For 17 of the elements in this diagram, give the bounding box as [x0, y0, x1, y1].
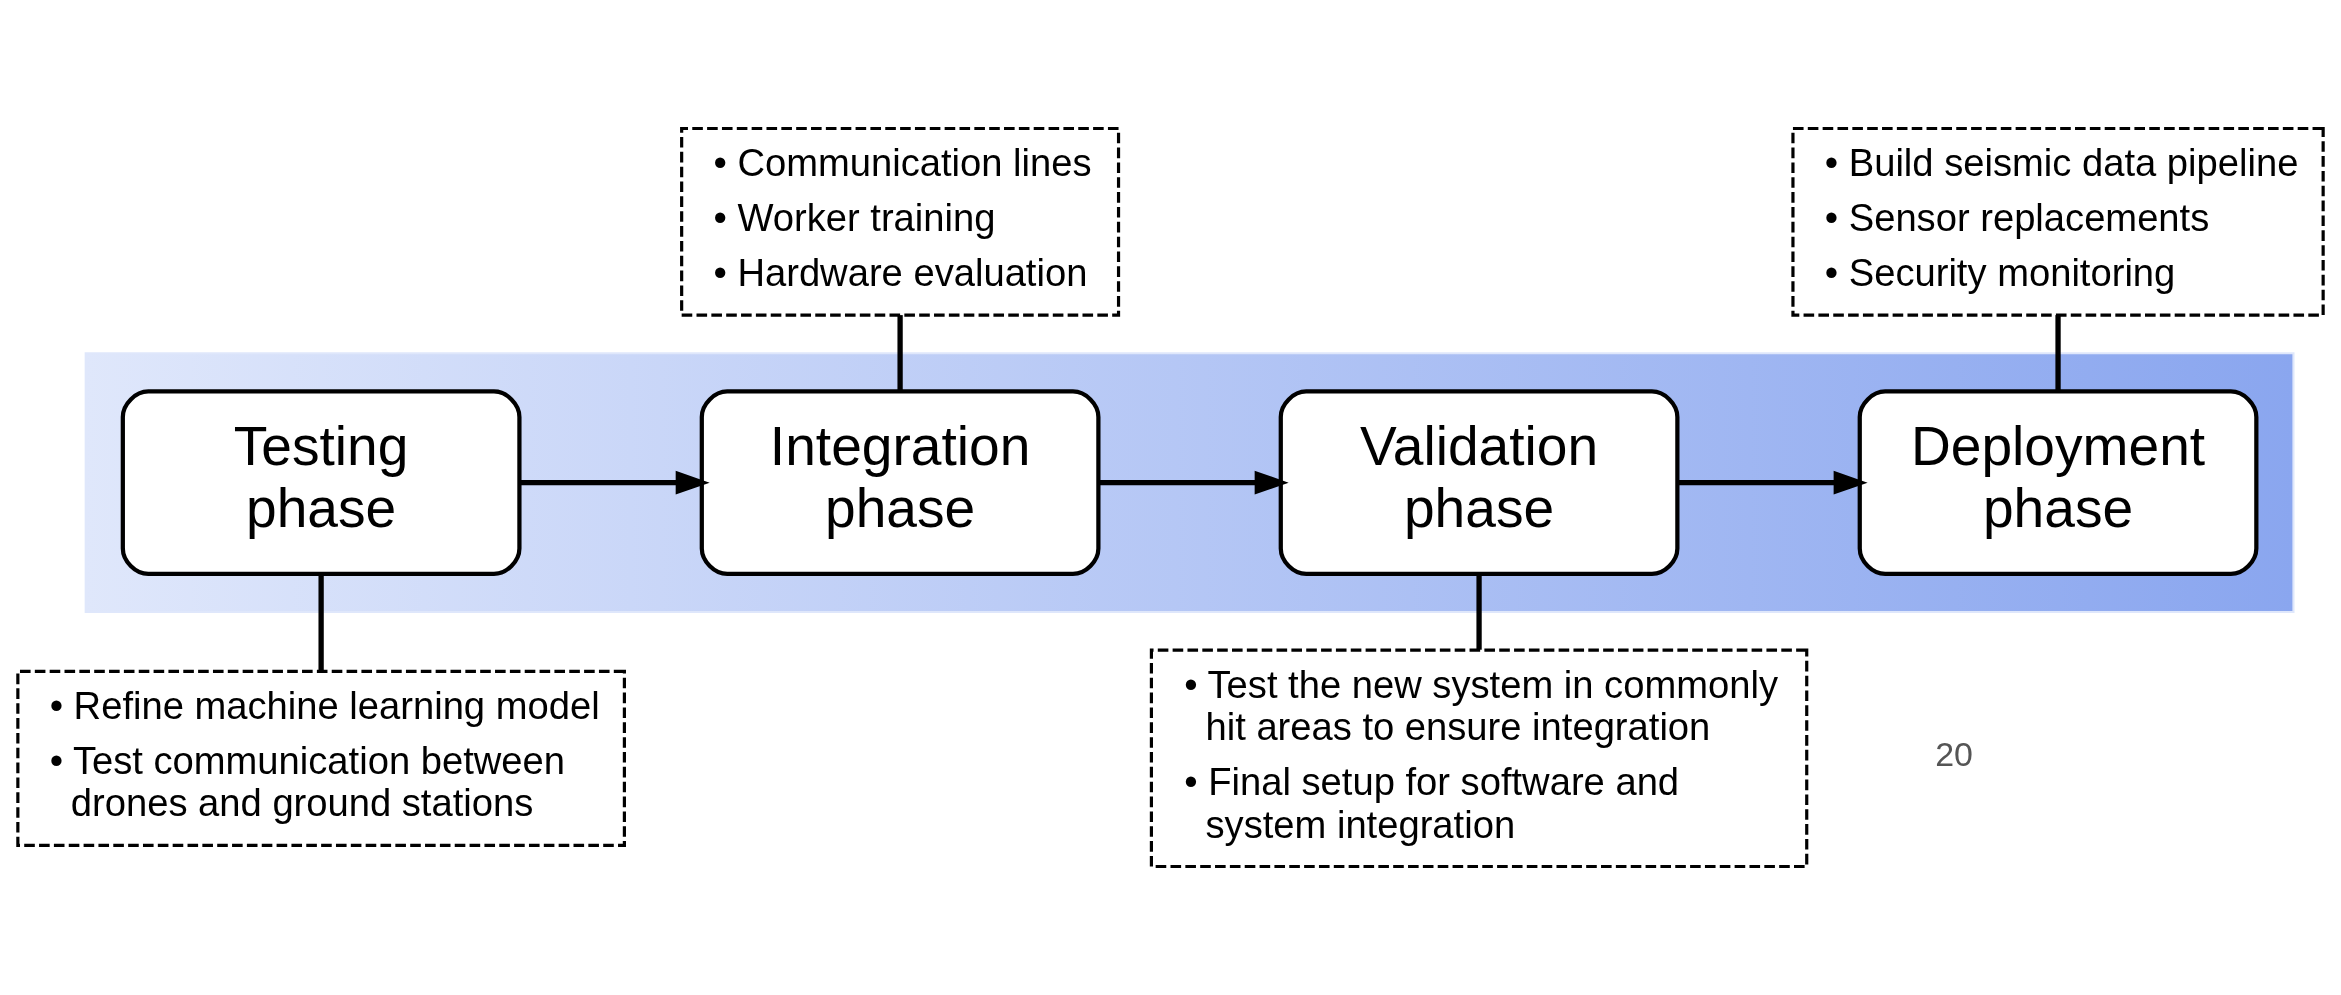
arrow [519, 470, 710, 495]
label: 20 [1935, 735, 1973, 774]
connector [2055, 315, 2061, 392]
node-box: Testing phase [120, 389, 522, 576]
connector [1476, 574, 1482, 650]
node-box: Integration phase [699, 389, 1101, 576]
node-box: Validation phase [1278, 389, 1680, 576]
node-box: Deployment phase [1857, 389, 2259, 576]
node-box: • Test the new system in commonly hit areas to ensure integration • Final setup for software and system integration [1149, 648, 1809, 869]
node-box: • Build seismic data pipeline • Sensor replacements • Security monitoring [1791, 126, 2325, 317]
node-box: • Communication lines • Worker training • Hardware evaluation [680, 126, 1121, 317]
node-box: • Refine machine learning model • Test communication between drones and ground stations [16, 669, 626, 847]
connector [897, 315, 903, 392]
connector [318, 574, 324, 672]
cluster [84, 352, 2295, 614]
arrow [1098, 470, 1289, 495]
arrow [1677, 470, 1868, 495]
